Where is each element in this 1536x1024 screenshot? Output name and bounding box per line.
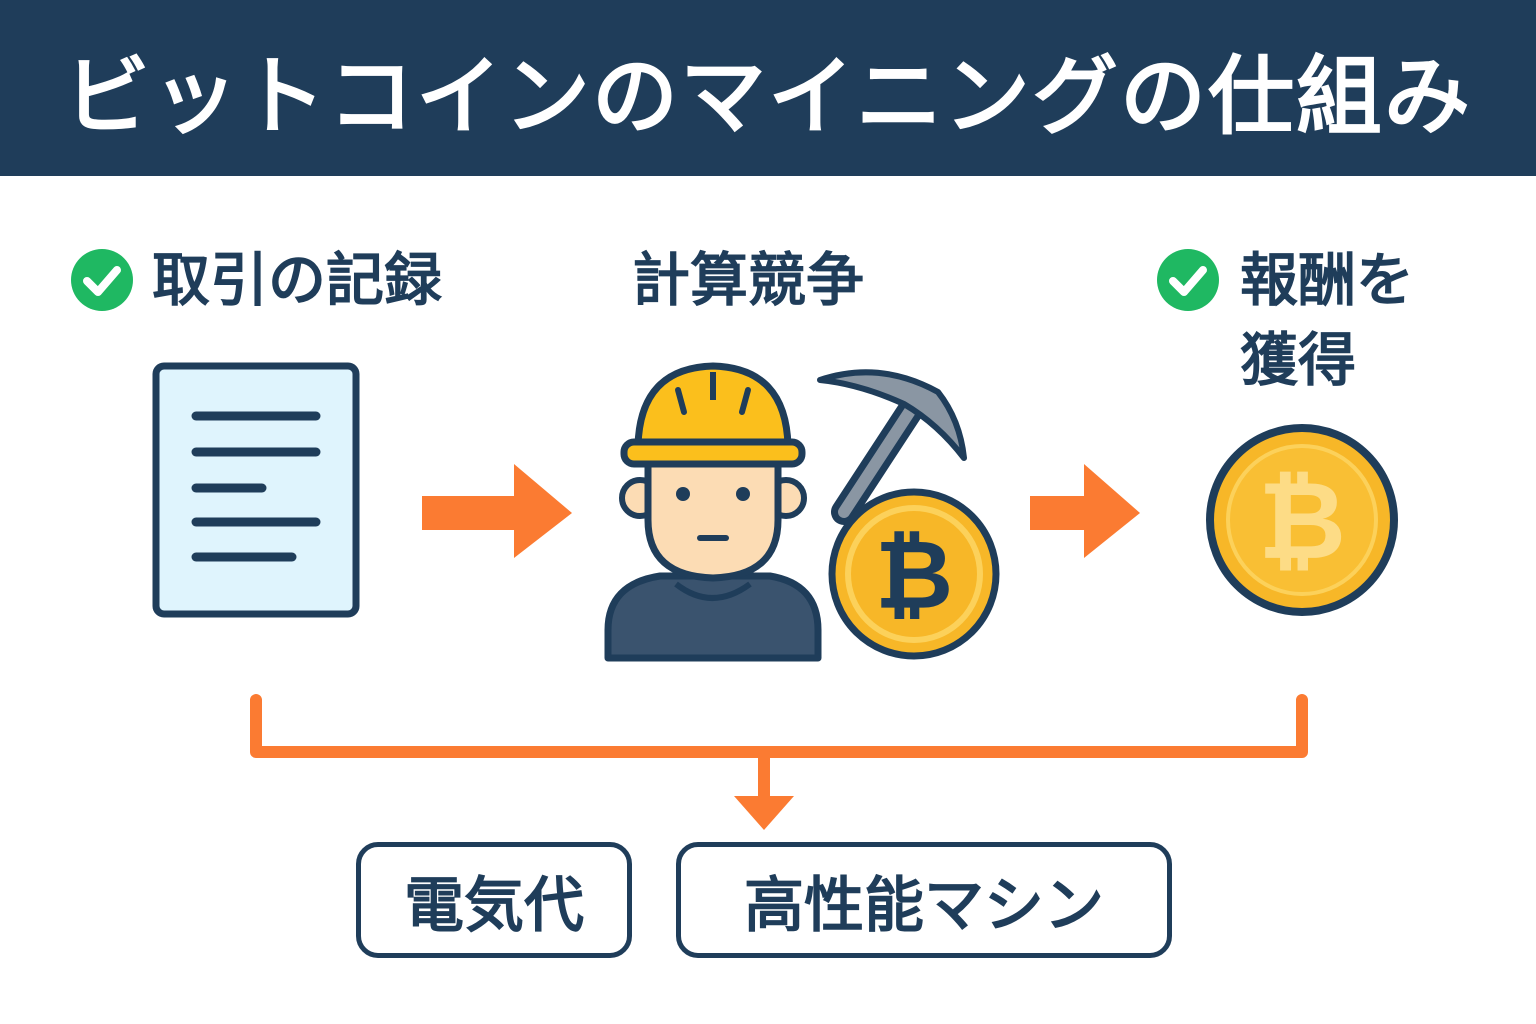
cost-machine-box: 高性能マシン [676,842,1172,958]
step-reward-label-line1: 報酬を [1240,246,1415,314]
cost-electricity-box: 電気代 [356,842,632,958]
arrow-right-icon [422,464,572,558]
cost-electricity-label: 電気代 [404,870,584,941]
bitcoin-coin-icon: ₿ [1206,424,1398,616]
bitcoin-symbol: ₿ [875,519,953,631]
step-record-label: 取引の記録 [152,246,443,314]
bitcoin-symbol: ₿ [1258,459,1346,584]
check-icon [1157,249,1219,311]
bitcoin-coin-icon: ₿ [828,488,1000,660]
title-banner: ビットコインのマイニングの仕組み [0,0,1536,176]
cost-bracket-connector [250,694,1308,830]
pickaxe-icon [817,369,967,525]
document-icon [152,362,360,618]
cost-machine-label: 高性能マシン [744,870,1104,941]
arrow-right-icon [1030,464,1140,558]
page-title: ビットコインのマイニングの仕組み [64,46,1472,147]
step-compete-label: 計算競争 [632,246,865,314]
step-reward-label-line2: 獲得 [1240,326,1357,394]
check-icon [71,249,133,311]
miner-icon [604,362,822,662]
